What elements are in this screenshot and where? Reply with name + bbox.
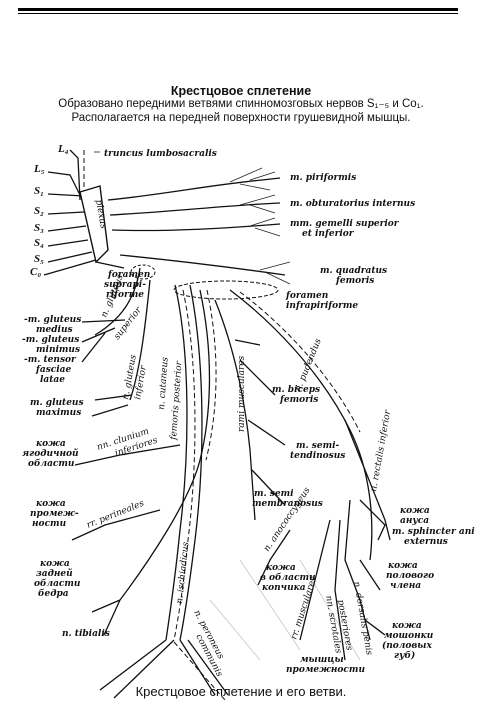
root-l4: L₄ [57, 143, 69, 155]
label-tensor-2: fasciae [35, 365, 72, 375]
subtitle-line-2: Располагается на передней поверхности гр… [71, 112, 411, 124]
label-cutaneus-2: femoris posterior [169, 360, 185, 441]
root-lines [43, 171, 97, 276]
label-skin-penis-2: полового [386, 571, 434, 581]
label-skin-coccyx-1: кожа [266, 563, 296, 573]
label-semitend-1: m. semi- [296, 441, 340, 451]
foramen-suprapiriforme-oval [130, 264, 156, 280]
page-title: Крестцовое сплетение [170, 84, 312, 98]
label-tibialis: n. tibialis [62, 629, 110, 639]
label-gluteus-maximus-2: maximus [36, 408, 81, 418]
label-gluteus-minimus-2: minimus [36, 345, 80, 355]
label-skin-perineum-2: промеж- [30, 509, 79, 519]
label-gluteus-medius-1: -m. gluteus [24, 315, 81, 325]
root-labels: L₄ L₅ S₁ S₂ S₃ S₄ S₅ C₀ [30, 143, 69, 278]
sciatic-trunk [99, 284, 229, 701]
label-obturatorius: m. obturatorius internus [290, 199, 415, 209]
background-faint-lines [209, 559, 361, 661]
n-cutaneus-femoris-posterior [71, 289, 217, 636]
label-skin-penis-1: кожа [388, 561, 418, 571]
truncus-trunk [69, 149, 81, 201]
label-semimembr-2: membranosus [252, 499, 323, 509]
root-s1: S₁ [34, 185, 44, 197]
label-semitend-2: tendinosus [290, 451, 345, 461]
label-skin-penis-3: члена [390, 581, 421, 591]
root-s3: S₃ [34, 222, 44, 234]
n-anococcygeus-line [257, 529, 291, 586]
label-sphincter-1: m. sphincter ani [392, 527, 475, 537]
label-gluteus-medius-2: medius [36, 325, 73, 335]
label-skin-coccyx-2: в области [260, 572, 316, 583]
foramen-infrapiriforme-oval [173, 280, 279, 300]
figure-caption: Крестцовое сплетение и его ветви. [135, 684, 347, 699]
plexus-wedge [79, 185, 109, 264]
label-perineum-muscles-2: промежности [286, 665, 365, 675]
label-skin-scrotum-1: кожа [392, 621, 422, 631]
root-s4: S₄ [34, 237, 44, 249]
label-gluteus-minimus-1: -m. gluteus [22, 335, 79, 345]
root-s5: S₅ [34, 253, 44, 265]
label-cutaneus-1: n. cutaneus [157, 356, 171, 410]
label-skin-thigh-3: области [34, 578, 81, 589]
label-skin-anus-1: кожа [400, 506, 430, 516]
label-skin-thigh-2: задней [36, 568, 73, 579]
label-dorsalis: n. dorsalis penis [351, 581, 374, 657]
n-pudendus [229, 289, 391, 661]
label-rami-musculares: rami musculares [237, 355, 247, 432]
label-tensor-3: latae [40, 375, 65, 385]
label-foramen-infra-1: foramen [285, 291, 328, 301]
label-foramen-supra-1: foramen [107, 270, 150, 280]
rami-musculares [214, 299, 286, 521]
label-skin-perineum-1: кожа [36, 499, 66, 509]
label-skin-coccyx-3: копчика [262, 583, 306, 593]
label-skin-gluteal-2: ягодичной [22, 448, 79, 459]
label-biceps-1: m. biceps [272, 385, 320, 395]
plexus-outflow [95, 261, 125, 269]
label-foramen-infra-2: infrapiriforme [286, 301, 358, 311]
root-s2: S₂ [34, 205, 44, 217]
root-l5: L₅ [33, 163, 45, 175]
label-perineales: rr. perineales [85, 499, 146, 531]
label-biceps-2: femoris [279, 395, 318, 405]
label-skin-scrotum-4: губ) [394, 650, 415, 661]
label-quadratus-2: femoris [335, 276, 374, 286]
label-skin-gluteal-3: области [28, 458, 75, 469]
label-sphincter-2: externus [404, 537, 448, 547]
label-foramen-supra-3: riforme [106, 290, 144, 300]
root-co: C₀ [30, 266, 41, 278]
header-rule-thick [18, 8, 458, 11]
label-rectalis: n. rectalis inferior [369, 409, 393, 493]
label-piriformis: m. piriformis [290, 173, 356, 183]
label-foramen-supra-2: suprapi- [104, 280, 146, 290]
label-skin-thigh-1: кожа [40, 559, 70, 569]
label-skin-anus-2: ануса [400, 516, 429, 526]
label-skin-thigh-4: бедра [38, 588, 69, 599]
label-skin-perineum-3: ности [32, 519, 67, 529]
subtitle-line-1: Образовано передними ветвями спинномозго… [58, 98, 424, 110]
header-rule-thin [18, 13, 458, 14]
label-gemelli-2: et inferior [302, 229, 355, 239]
label-truncus: truncus lumbosacralis [104, 149, 217, 159]
n-gluteus-superior-branches [81, 267, 141, 363]
label-semimembr-1: m. semi [254, 489, 294, 499]
label-skin-scrotum-3: (половых [382, 640, 432, 651]
upper-muscle-branches [107, 167, 291, 285]
label-n-gluteus-sup-2: superior [112, 305, 144, 342]
label-skin-gluteal-1: кожа [36, 439, 66, 449]
page-subtitle: Образовано передними ветвями спинномозго… [4, 97, 478, 125]
label-quadratus-1: m. quadratus [320, 266, 387, 276]
label-gemelli-1: mm. gemelli superior [290, 219, 400, 229]
label-gluteus-maximus-1: m. gluteus [30, 398, 84, 408]
label-tensor-1: -m. tensor [24, 355, 77, 365]
label-perineum-muscles-1: мышцы [300, 655, 344, 665]
n-gluteus-inferior-branches [91, 279, 151, 417]
label-skin-scrotum-2: мошонки [384, 631, 434, 641]
